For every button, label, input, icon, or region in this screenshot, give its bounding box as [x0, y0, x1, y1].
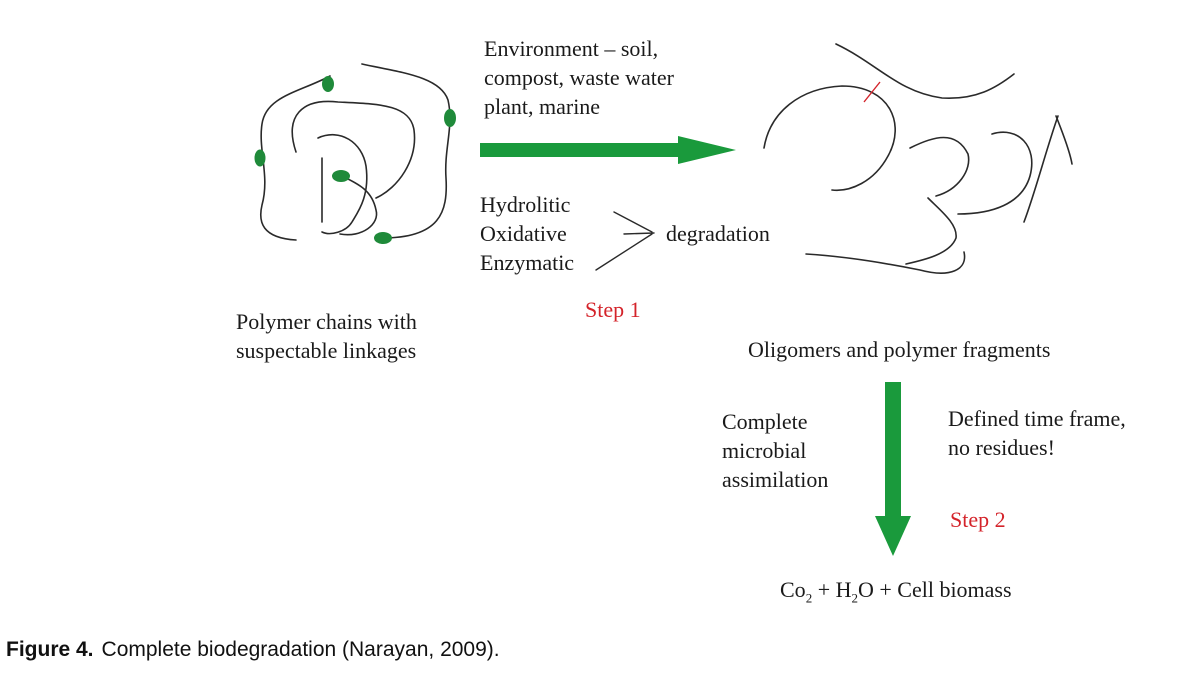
fragment — [763, 85, 896, 192]
timeframe-text: Defined time frame, no residues! — [948, 404, 1126, 462]
fragment — [805, 251, 966, 274]
linkage-markers — [254, 76, 456, 244]
fragment — [835, 43, 1015, 99]
environment-line: compost, waste water — [484, 65, 674, 90]
co-subscript: 2 — [805, 590, 813, 606]
mechanism-list: Hydrolitic Oxidative Enzymatic — [480, 190, 574, 277]
linkage-marker — [332, 170, 350, 182]
oligomer-fragments — [763, 43, 1073, 274]
polymer-label: Polymer chains with suspectable linkages — [236, 307, 417, 365]
h-prefix: + H — [812, 577, 852, 602]
products-suffix: O + Cell biomass — [857, 577, 1012, 602]
timeframe-line: no residues! — [948, 435, 1055, 460]
linkage-marker — [322, 76, 334, 92]
polymer-label-line: suspectable linkages — [236, 338, 417, 363]
convergence-arrow — [595, 211, 655, 271]
oligomers-label: Oligomers and polymer fragments — [748, 337, 1051, 362]
assimilation-text: Complete microbial assimilation — [722, 407, 828, 494]
step1-label: Step 1 — [585, 297, 641, 322]
figure-caption: Figure 4. Complete biodegradation (Naraya… — [6, 638, 500, 662]
co-prefix: Co — [780, 577, 806, 602]
polymer-chain — [291, 100, 416, 199]
environment-text: Environment – soil, compost, waste water… — [484, 34, 674, 121]
linkage-marker — [444, 109, 456, 127]
polymer-chain — [317, 133, 368, 235]
fragment — [905, 197, 957, 265]
fragment — [909, 136, 970, 197]
assimilation-line: Complete — [722, 409, 808, 434]
fragment — [1023, 115, 1059, 223]
environment-line: plant, marine — [484, 94, 601, 119]
polymer-chains — [259, 63, 451, 241]
linkage-marker — [254, 149, 266, 167]
polymer-chain — [259, 75, 331, 241]
linkage-marker — [374, 232, 392, 244]
mechanism-item: Oxidative — [480, 221, 567, 246]
environment-line: Environment – soil, — [484, 36, 659, 61]
mechanism-item: Hydrolitic — [480, 192, 571, 217]
degradation-label: degradation — [666, 221, 770, 246]
figure-number: Figure 4. — [6, 638, 94, 661]
assimilation-line: microbial — [722, 438, 807, 463]
products-equation: Co2 + H2O + Cell biomass — [780, 575, 1012, 612]
fragment — [957, 131, 1033, 215]
broken-linkage-mark — [863, 81, 881, 103]
caption-text: Complete biodegradation (Narayan, 2009). — [101, 638, 500, 661]
polymer-chain — [339, 175, 378, 236]
mechanism-item: Enzymatic — [480, 250, 575, 275]
timeframe-line: Defined time frame, — [948, 406, 1126, 431]
polymer-label-line: Polymer chains with — [236, 309, 417, 334]
step2-label: Step 2 — [950, 507, 1006, 532]
assimilation-line: assimilation — [722, 467, 829, 492]
step2-arrow — [875, 382, 911, 556]
fragment — [1055, 115, 1073, 165]
polymer-chain — [361, 63, 451, 239]
h-subscript: 2 — [851, 590, 858, 606]
step1-arrow — [480, 136, 736, 164]
